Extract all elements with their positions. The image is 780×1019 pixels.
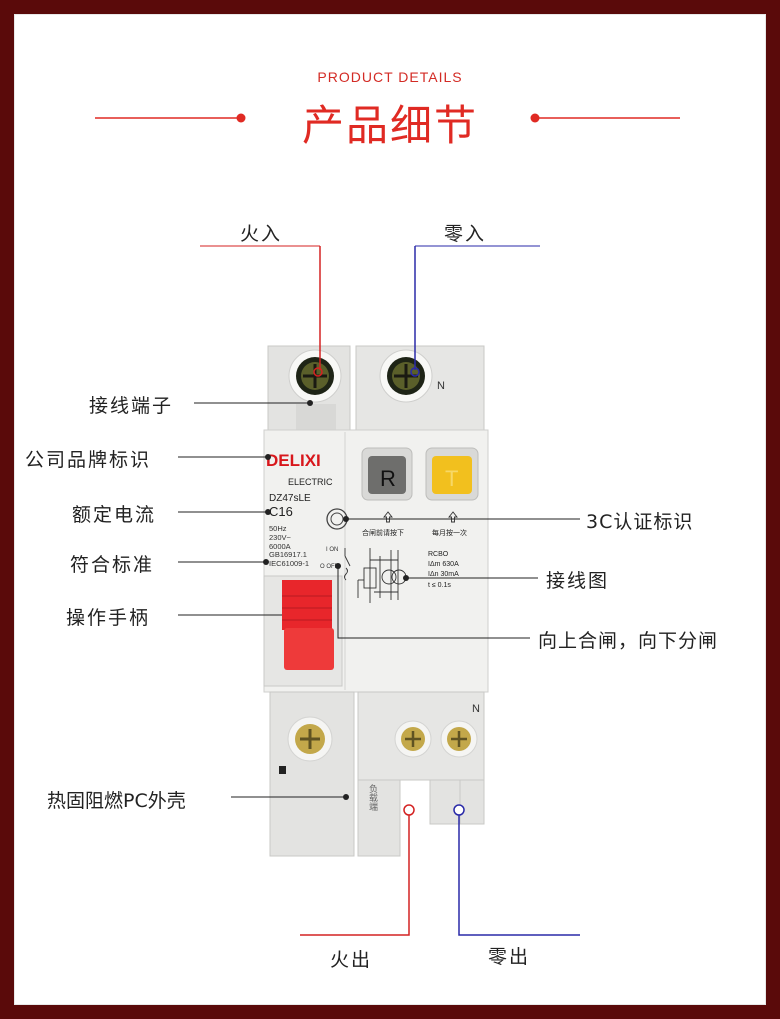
on-label: I ON: [326, 547, 338, 553]
callout-lines: [178, 402, 580, 798]
label-handle: 操作手柄: [66, 607, 151, 629]
screw-bottom-right: [440, 720, 478, 758]
housing-mark: [279, 766, 286, 774]
bottom-slot-left: [429, 779, 461, 825]
spec-line-2: 230V~: [269, 533, 292, 542]
neutral-in-marker: [410, 367, 420, 377]
label-brand: 公司品牌标识: [25, 449, 152, 471]
label-live-out: 火出: [330, 949, 373, 971]
spec-line-4: GB16917.1: [269, 550, 307, 559]
handle-top[interactable]: [282, 580, 332, 630]
neutral-out-line: [458, 815, 580, 936]
screw-bottom-left: [287, 716, 333, 762]
screw-top-left: [288, 349, 342, 403]
bottom-slot-right: [459, 779, 485, 825]
brand-sub-text: ELECTRIC: [288, 477, 333, 487]
t-button[interactable]: [432, 456, 472, 494]
label-housing: 热固阻燃PC外壳: [47, 790, 186, 812]
t-button-label: T: [445, 466, 458, 491]
off-label: O OFF: [320, 564, 339, 570]
spec-line-1: 50Hz: [269, 524, 287, 533]
switch-symbol: [344, 548, 351, 581]
wiring-schematic: [357, 548, 407, 603]
breaker: [263, 345, 489, 857]
label-terminal: 接线端子: [89, 395, 174, 417]
page-title: 产品细节: [301, 101, 478, 150]
label-operation: 向上合闸，向下分闸: [538, 630, 719, 652]
r-caption: 合闸前请按下: [362, 528, 404, 537]
live-out-marker: [403, 804, 415, 816]
live-in-marker: [313, 367, 323, 377]
screw-bottom-mid: [394, 720, 432, 758]
rcbo-line-1: IΔm 630A: [428, 561, 459, 568]
title-dot-left: [236, 113, 246, 123]
spec-line-3: 6000A: [269, 542, 291, 551]
r-button-label: R: [380, 466, 396, 491]
label-wiring: 接线图: [546, 570, 610, 592]
screw-top-right: [379, 349, 433, 403]
label-cert: 3C认证标识: [586, 511, 694, 533]
rcbo-label: RCBO: [428, 551, 449, 558]
neutral-out-marker: [453, 804, 465, 816]
label-standard: 符合标准: [70, 554, 155, 576]
rcbo-line-3: t ≤ 0.1s: [428, 582, 451, 589]
spec-line-5: IEC61009-1: [269, 559, 309, 568]
label-live-in: 火入: [240, 223, 283, 245]
r-button[interactable]: [368, 456, 406, 494]
rcbo-line-2: IΔn 30mA: [428, 571, 459, 578]
n-top-label: N: [437, 380, 445, 392]
t-arrow-icon: [448, 511, 458, 523]
r-arrow-icon: [383, 511, 393, 523]
page-subtitle: PRODUCT DETAILS: [317, 69, 463, 85]
label-neutral-out: 零出: [488, 946, 531, 968]
brand-text: DELIXI: [266, 451, 321, 470]
operating-handle[interactable]: [284, 628, 334, 670]
callout-dots: [263, 400, 409, 800]
label-neutral-in: 零入: [444, 223, 487, 245]
load-end-text: 负载端: [367, 783, 378, 812]
n-bottom-label: N: [472, 703, 480, 715]
live-out-line: [300, 815, 410, 936]
model-text: DZ47sLE: [269, 493, 311, 504]
title-dot-right: [530, 113, 540, 123]
load-end-tab: [357, 779, 401, 857]
rating-text: C16: [269, 504, 293, 519]
t-caption: 每月按一次: [432, 528, 467, 537]
label-rated-current: 额定电流: [72, 504, 157, 526]
top-terminal-lip-left: [296, 404, 336, 430]
